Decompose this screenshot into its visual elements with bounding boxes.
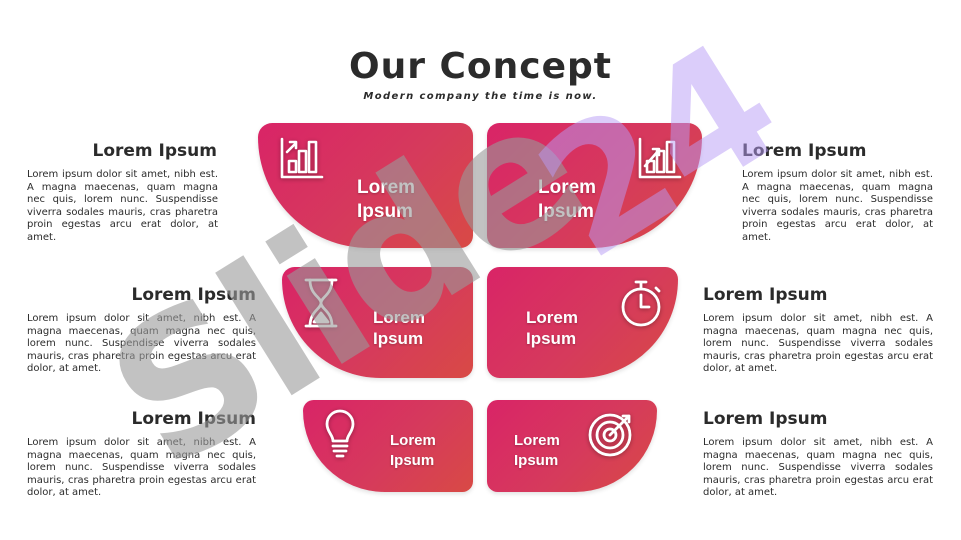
block-heading-middle-right: Lorem Ipsum bbox=[703, 285, 828, 305]
page-title: Our Concept bbox=[348, 46, 613, 87]
block-heading-top-right: Lorem Ipsum bbox=[742, 141, 867, 161]
block-text-bottom-right: Lorem ipsum dolor sit amet, nibh est. A … bbox=[703, 437, 933, 499]
target-icon bbox=[587, 408, 637, 458]
block-heading-bottom-left: Lorem Ipsum bbox=[131, 409, 257, 429]
block-heading-middle-left: Lorem Ipsum bbox=[131, 285, 257, 305]
bar-chart-icon bbox=[637, 136, 683, 180]
block-heading-bottom-right: Lorem Ipsum bbox=[703, 409, 828, 429]
lightbulb-icon bbox=[322, 409, 358, 459]
block-text-middle-right: Lorem ipsum dolor sit amet, nibh est. A … bbox=[703, 313, 933, 375]
block-heading-top-left: Lorem Ipsum bbox=[92, 141, 218, 161]
hourglass-icon bbox=[302, 277, 340, 329]
page-subtitle: Modern company the time is now. bbox=[363, 91, 598, 102]
block-text-bottom-left: Lorem ipsum dolor sit amet, nibh est. A … bbox=[27, 437, 256, 499]
bar-chart-icon bbox=[279, 136, 325, 180]
block-text-top-left: Lorem ipsum dolor sit amet, nibh est. A … bbox=[27, 169, 218, 243]
block-text-top-right: Lorem ipsum dolor sit amet, nibh est. A … bbox=[742, 169, 933, 243]
block-text-middle-left: Lorem ipsum dolor sit amet, nibh est. A … bbox=[27, 313, 256, 375]
stopwatch-icon bbox=[618, 278, 664, 328]
